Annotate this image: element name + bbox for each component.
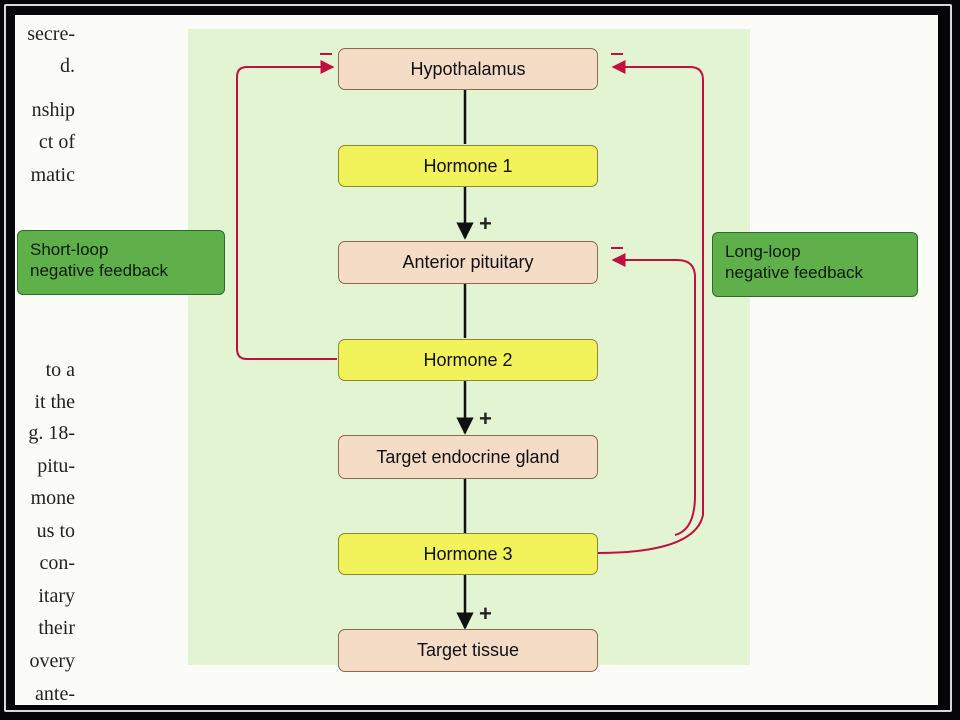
feedback-label-line: negative feedback <box>30 261 168 280</box>
inhibition-sign-hypothalamus-left <box>320 53 332 55</box>
short-loop-feedback-label: Short-loop negative feedback <box>17 230 225 295</box>
body-text-line: it the <box>34 391 75 413</box>
stimulation-sign: + <box>479 406 492 431</box>
node-target-tissue: Target tissue <box>338 629 598 672</box>
body-text-line: d. <box>60 55 75 77</box>
node-hormone-1: Hormone 1 <box>338 145 598 187</box>
long-loop-feedback-arrow-to-anterior-pituitary <box>611 253 696 536</box>
body-text-line: nship <box>31 99 75 121</box>
body-text-line: itary <box>38 585 75 607</box>
node-label: Target tissue <box>416 640 520 660</box>
feedback-label-line: Short-loop <box>30 240 109 259</box>
textbook-page: secre- d. nship ct of matic to a it the … <box>15 15 938 705</box>
node-target-endocrine-gland: Target endocrine gland <box>338 435 598 479</box>
node-hypothalamus: Hypothalamus <box>338 48 598 90</box>
body-text-line: pitu- <box>37 455 75 477</box>
feedback-label-line: negative feedback <box>725 263 863 282</box>
stimulation-sign: + <box>479 601 492 626</box>
node-hormone-3: Hormone 3 <box>338 533 598 575</box>
body-text-line: secre- <box>27 23 75 45</box>
feedback-label-line: Long-loop <box>725 242 801 261</box>
slide-border <box>4 4 952 712</box>
node-label: Hormone 3 <box>423 543 513 564</box>
body-text-line: us to <box>36 520 75 542</box>
node-label: Anterior pituitary <box>402 252 534 272</box>
node-label: Hormone 1 <box>423 155 513 176</box>
body-text-line: ante- <box>35 683 75 705</box>
body-text-line: con- <box>39 552 75 574</box>
body-text-line: matic <box>30 164 75 186</box>
body-text-line: to a <box>45 359 75 381</box>
short-loop-feedback-arrow <box>236 60 337 360</box>
inhibition-sign-anterior-pituitary <box>611 247 623 249</box>
body-text-line: g. 18- <box>28 422 75 444</box>
node-label: Target endocrine gland <box>376 446 560 467</box>
stimulation-sign: + <box>479 211 492 236</box>
node-label: Hormone 2 <box>423 349 513 370</box>
body-text-line: ct of <box>38 131 75 153</box>
inhibition-sign-hypothalamus-right <box>611 53 623 55</box>
body-text-line: mone <box>30 487 75 509</box>
node-anterior-pituitary: Anterior pituitary <box>338 241 598 284</box>
body-text-line: their <box>38 617 75 639</box>
body-text-line: overy <box>29 650 75 672</box>
node-hormone-2: Hormone 2 <box>338 339 598 381</box>
long-loop-feedback-label: Long-loop negative feedback <box>712 232 918 297</box>
long-loop-feedback-arrow-to-hypothalamus <box>596 60 704 554</box>
diagram-connectors <box>236 60 704 630</box>
node-label: Hypothalamus <box>410 58 526 79</box>
